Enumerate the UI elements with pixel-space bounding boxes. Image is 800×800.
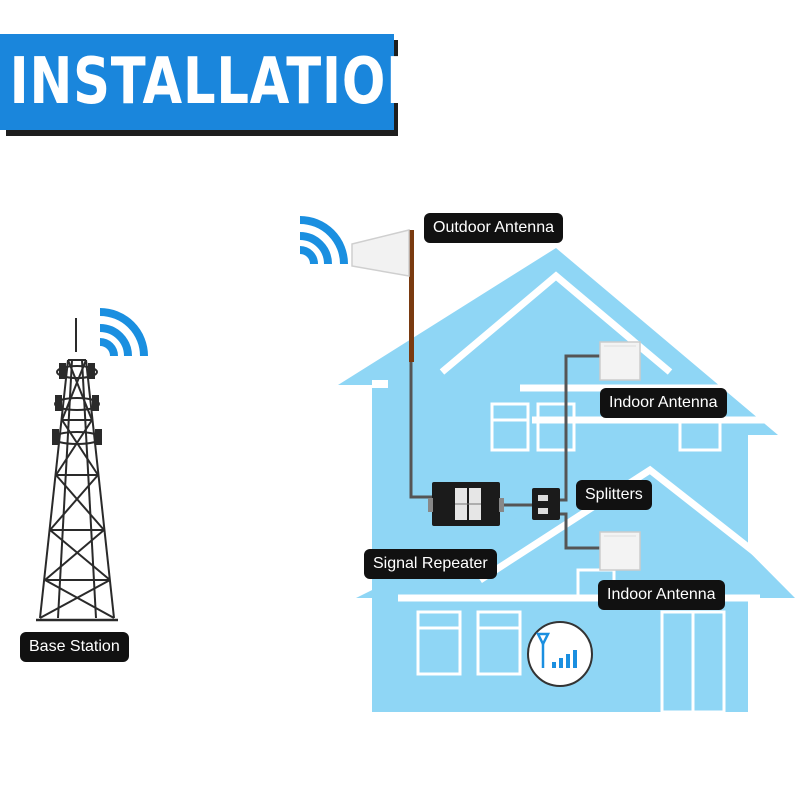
title-banner: INSTALLATION — [0, 34, 429, 130]
base-station-label: Base Station — [20, 632, 129, 662]
indoor-antenna-top — [599, 341, 641, 381]
outdoor-to-repeater-cable — [409, 340, 432, 499]
antenna-mast — [409, 230, 414, 362]
splitters-label: Splitters — [576, 480, 652, 510]
splitter-to-indoor-top-cable — [560, 354, 600, 502]
splitter — [532, 488, 560, 520]
signal-repeater — [428, 482, 504, 526]
antenna-panel — [351, 229, 410, 277]
wifi-signal-icon — [299, 216, 348, 265]
splitter-to-indoor-bottom-cable — [560, 512, 600, 550]
outdoor-antenna-label: Outdoor Antenna — [424, 213, 563, 243]
indoor-antenna-top-label: Indoor Antenna — [600, 388, 727, 418]
cell-tower-icon — [36, 318, 118, 622]
cables — [409, 340, 600, 550]
signal-repeater-label: Signal Repeater — [364, 549, 497, 579]
page-title: INSTALLATION — [9, 45, 430, 119]
wifi-signal-icon — [99, 308, 148, 357]
indoor-antenna-bottom — [599, 531, 641, 571]
outdoor-antenna — [351, 229, 414, 362]
indoor-antenna-bottom-label: Indoor Antenna — [598, 580, 725, 610]
signal-bars-icon — [527, 621, 593, 687]
